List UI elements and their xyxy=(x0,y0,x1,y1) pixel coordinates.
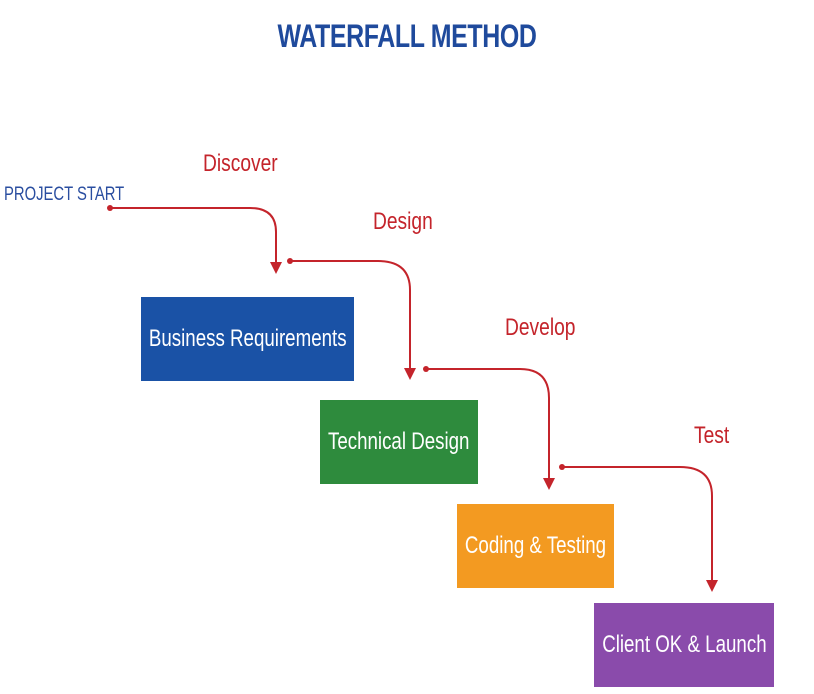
connector-dot-design xyxy=(287,258,293,264)
phase-label-develop: Develop xyxy=(505,314,576,341)
stage-label: Business Requirements xyxy=(148,325,347,352)
stage-label: Client OK & Launch xyxy=(601,631,767,658)
connector-develop xyxy=(426,368,550,478)
arrowhead-1 xyxy=(270,262,282,274)
connector-dot-develop xyxy=(423,366,429,372)
connector-dot-start xyxy=(107,205,113,211)
phase-label-test: Test xyxy=(694,422,730,449)
arrowhead-4 xyxy=(706,580,718,592)
phase-label-discover: Discover xyxy=(203,150,278,177)
stage-label: Coding & Testing xyxy=(464,532,607,559)
diagram-title: WATERFALL METHOD xyxy=(277,18,537,54)
project-start-label: PROJECT START xyxy=(4,184,125,205)
connector-test xyxy=(562,466,713,580)
connector-start-to-discover xyxy=(110,207,277,262)
stage-box-coding-testing: Coding & Testing xyxy=(457,504,614,588)
stage-box-business-requirements: Business Requirements xyxy=(141,297,354,381)
arrowhead-2 xyxy=(404,368,416,380)
connector-dot-test xyxy=(559,464,565,470)
stage-box-technical-design: Technical Design xyxy=(320,400,478,484)
stage-label: Technical Design xyxy=(328,428,470,455)
arrowhead-3 xyxy=(543,478,555,490)
phase-label-design: Design xyxy=(373,208,433,235)
stage-box-client-ok-launch: Client OK & Launch xyxy=(594,603,774,687)
connector-design xyxy=(290,260,411,368)
